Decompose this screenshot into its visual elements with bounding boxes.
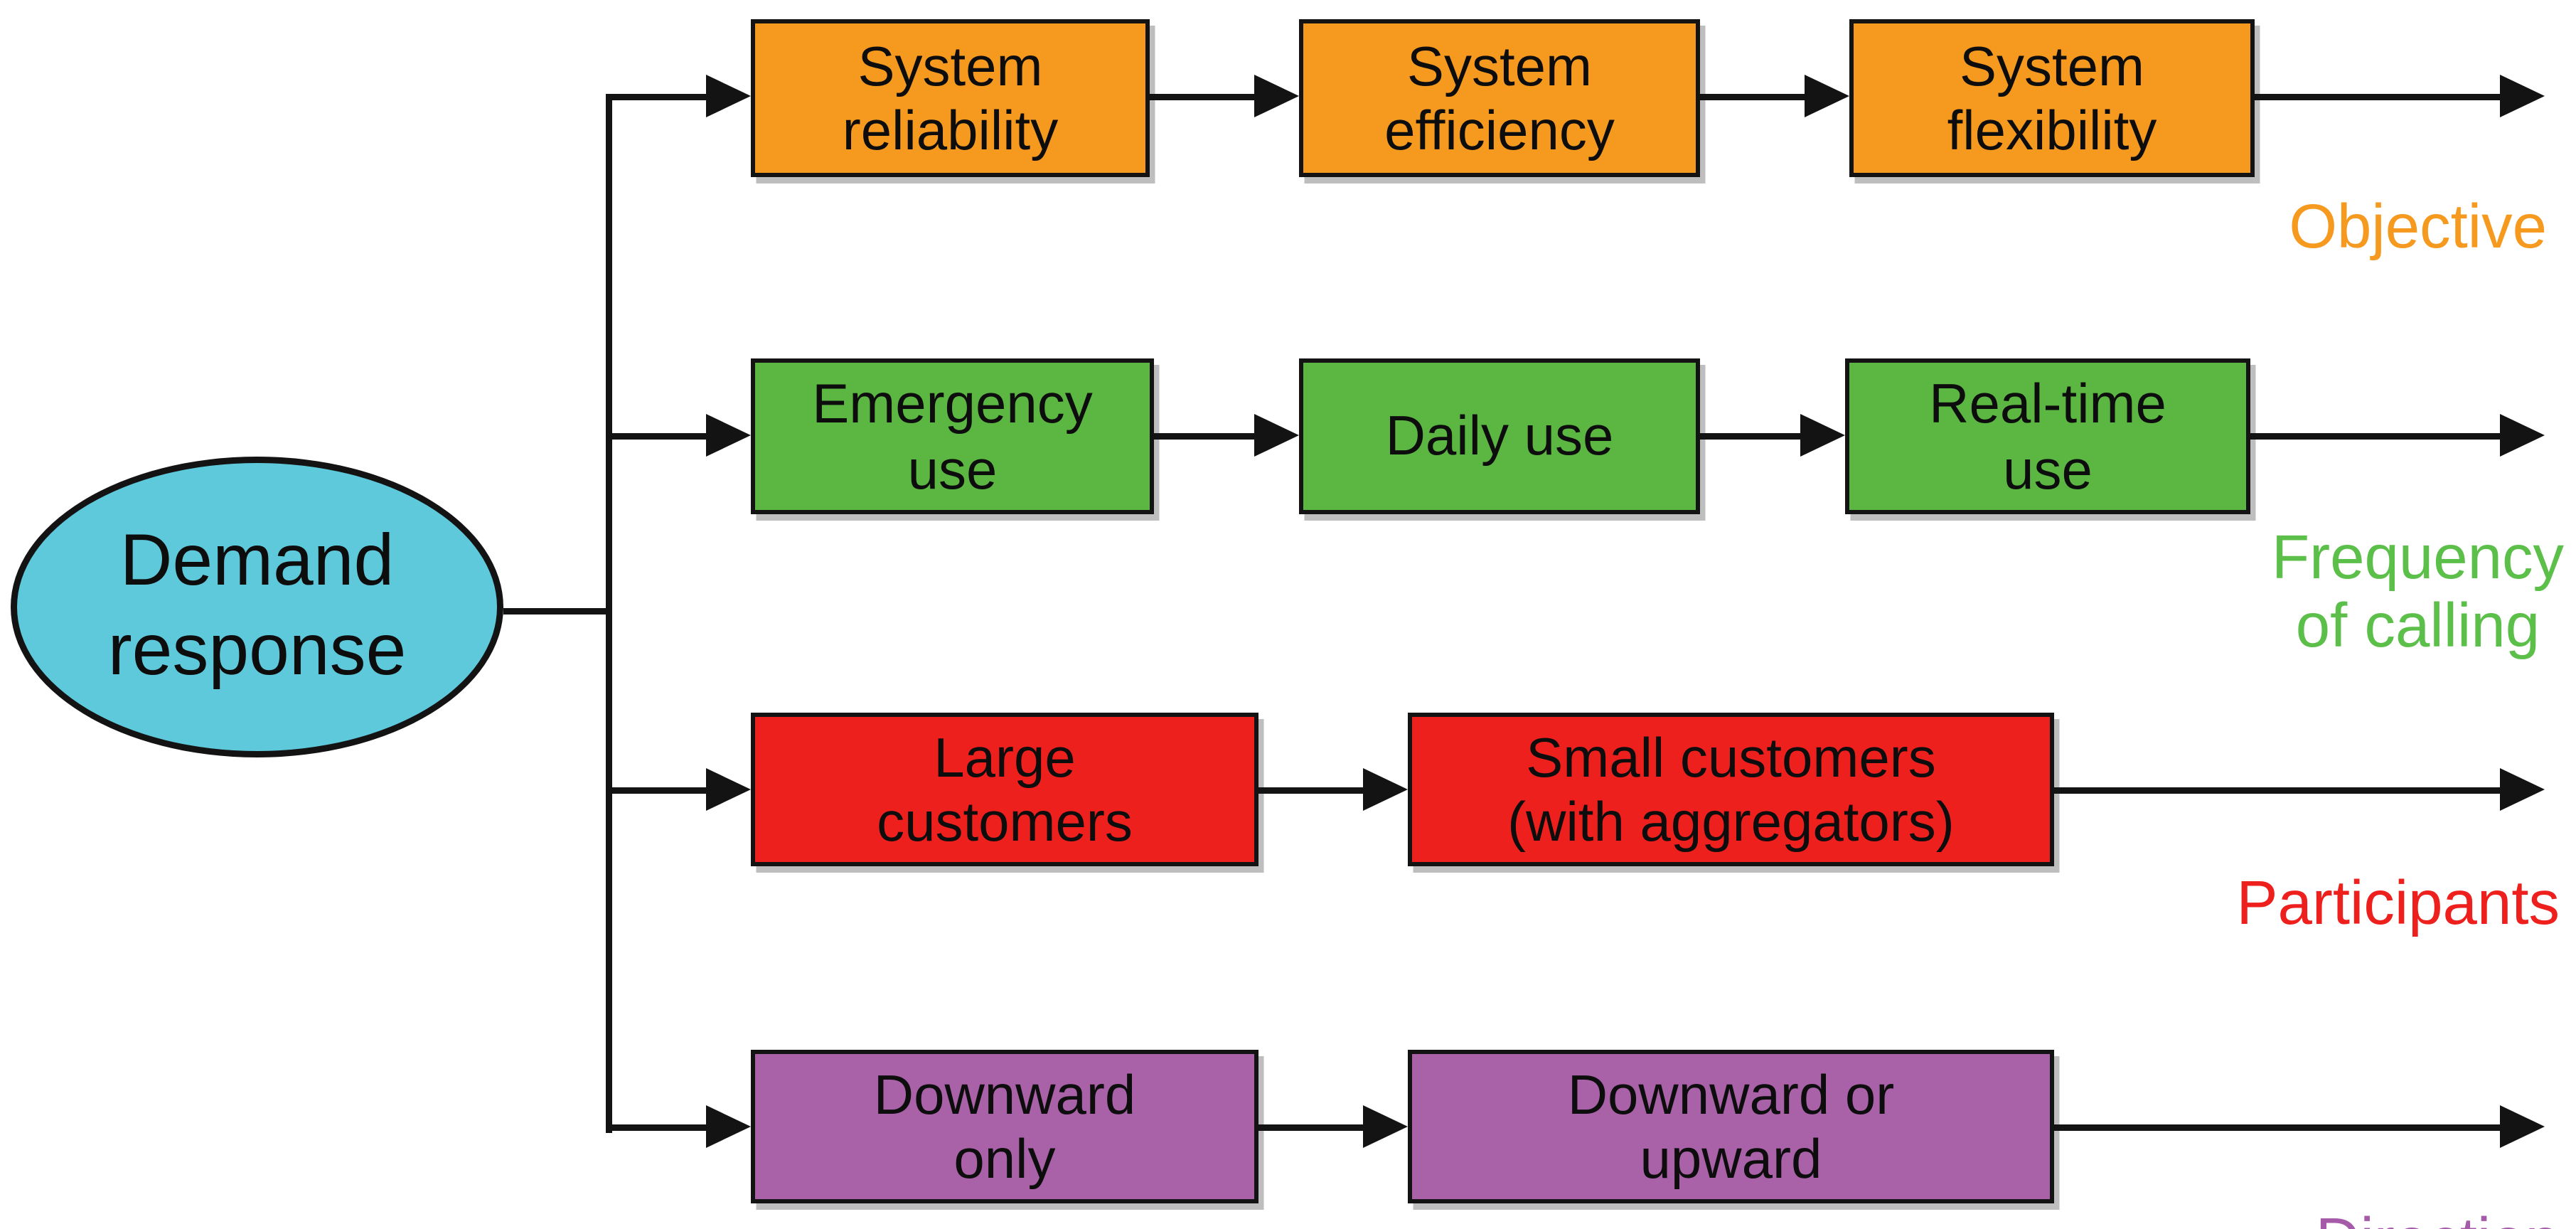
exit-arrow-line-row4 [2054,1123,2502,1130]
arrow-line-daily-realtime [1700,432,1802,439]
node-label: Daily use [1385,404,1614,469]
node-downward-only: Downward only [751,1050,1258,1203]
exit-arrow-line-row2 [2250,432,2502,439]
node-label: System efficiency [1384,33,1615,162]
category-text: Participants [2236,870,2560,939]
category-label-participants: Participants [2236,804,2560,940]
branch-arrowhead-row4 [706,1105,751,1148]
category-label-objective: Objective [2289,128,2547,264]
exit-arrowhead-row3 [2500,768,2545,811]
arrow-line-emergency-daily [1154,432,1256,439]
arrow-line-efficiency-flexibility [1700,92,1807,100]
node-label: Real-time use [1929,372,2166,501]
node-emergency-use: Emergency use [751,358,1154,514]
node-label: Large customers [877,725,1133,853]
root-connector-line [503,607,606,614]
node-system-reliability: System reliability [751,19,1150,177]
node-daily-use: Daily use [1299,358,1700,514]
arrowhead-efficiency-flexibility [1805,75,1849,117]
category-text: Direction [2316,1208,2560,1229]
branch-arrowhead-row1 [706,75,751,117]
node-small-customers: Small customers (with aggregators) [1408,713,2054,866]
arrow-line-reliability-efficiency [1150,92,1256,100]
branch-arrowhead-row2 [706,414,751,457]
category-label-frequency-of-calling: Frequency of calling [2272,459,2564,663]
category-text: Objective [2289,193,2547,262]
exit-arrow-line-row3 [2054,786,2502,793]
arrowhead-reliability-efficiency [1254,75,1299,117]
root-node-label: Demand response [107,521,407,691]
node-system-flexibility: System flexibility [1849,19,2255,177]
node-label: System flexibility [1947,33,2157,162]
node-label: Small customers (with aggregators) [1507,725,1955,853]
category-label-direction: Direction [2316,1142,2560,1229]
branch-line-row2 [606,432,708,439]
root-node-demand-response: Demand response [11,457,503,757]
exit-arrowhead-row1 [2500,75,2545,117]
branch-line-row3 [606,786,708,793]
arrowhead-emergency-daily [1254,414,1299,457]
node-system-efficiency: System efficiency [1299,19,1700,177]
node-downward-or-upward: Downward or upward [1408,1050,2054,1203]
branch-line-row4 [606,1123,708,1130]
arrow-line-large-small [1258,786,1365,793]
arrow-line-downward-updown [1258,1123,1365,1130]
exit-arrowhead-row2 [2500,414,2545,457]
node-large-customers: Large customers [751,713,1258,866]
node-label: Downward only [873,1062,1136,1191]
branch-line-row1 [606,92,708,100]
node-label: System reliability [842,33,1059,162]
node-real-time-use: Real-time use [1845,358,2250,514]
node-label: Emergency use [812,372,1093,501]
trunk-line [606,94,612,1133]
arrowhead-large-small [1363,768,1408,811]
category-text: Frequency of calling [2271,524,2564,661]
exit-arrowhead-row4 [2500,1105,2545,1148]
node-label: Downward or upward [1567,1062,1895,1191]
arrowhead-downward-updown [1363,1105,1408,1148]
branch-arrowhead-row3 [706,768,751,811]
exit-arrow-line-row1 [2255,92,2502,100]
arrowhead-daily-realtime [1800,414,1845,457]
